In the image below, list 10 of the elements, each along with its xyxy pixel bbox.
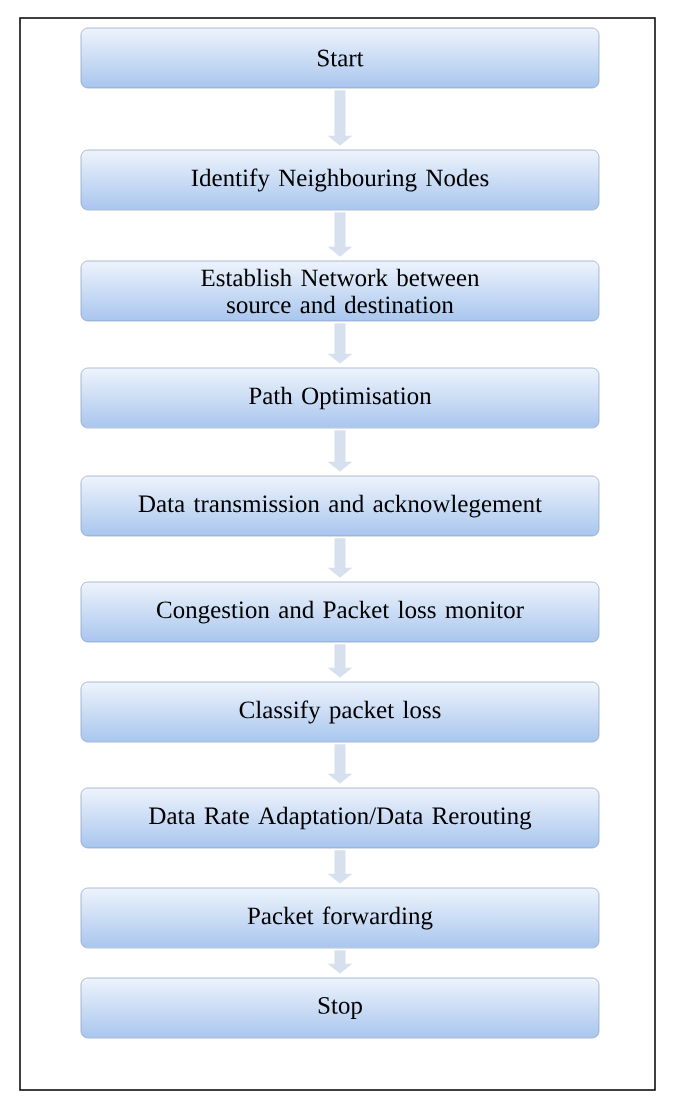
process-box: Identify Neighbouring Nodes [80,149,600,211]
process-box: Data transmission and acknowlegement [80,475,600,537]
process-box: Stop [80,977,600,1039]
process-box: Congestion and Packet loss monitor [80,581,600,643]
process-box: Start [80,27,600,89]
process-box: Establish Network between source and destination [80,260,600,322]
process-box: Classify packet loss [80,681,600,743]
process-box: Data Rate Adaptation/Data Rerouting [80,787,600,849]
process-box: Path Optimisation [80,367,600,429]
process-box: Packet forwarding [80,887,600,949]
